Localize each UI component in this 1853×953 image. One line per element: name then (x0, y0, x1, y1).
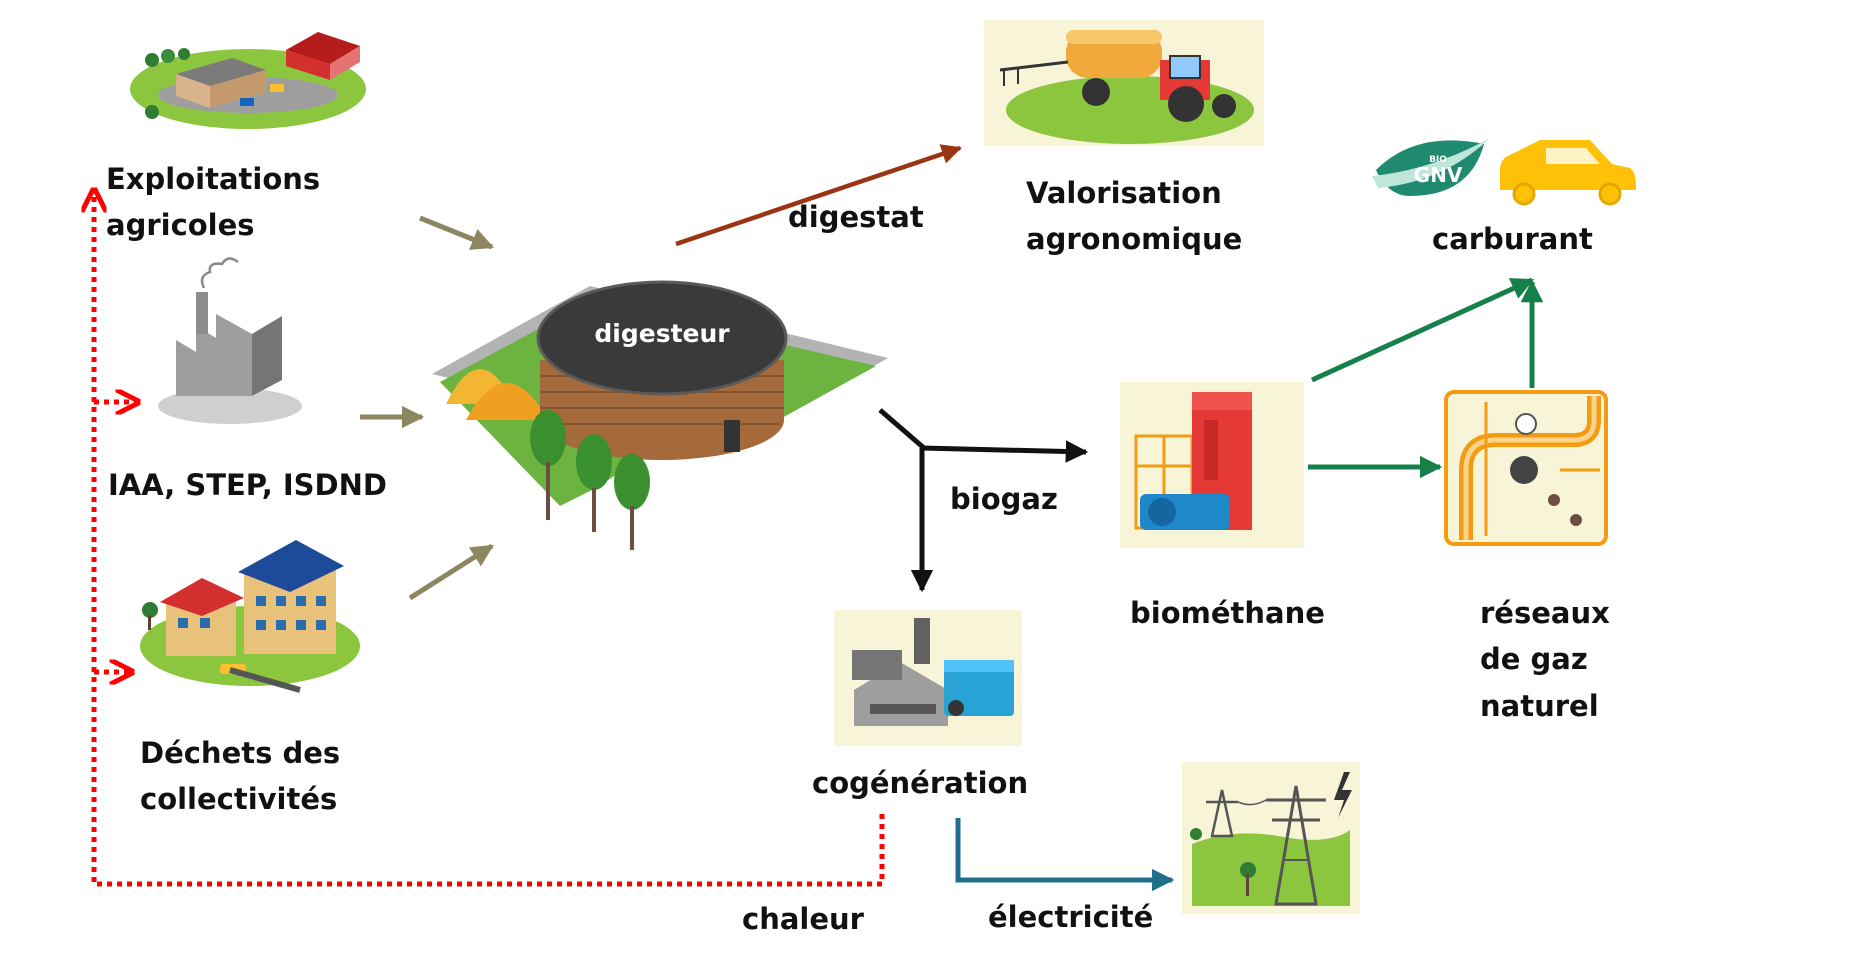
biogas-label: biogaz (950, 482, 1058, 516)
waste-label: Déchets des collectivités (140, 730, 340, 823)
industry-label: IAA, STEP, ISDND (108, 468, 387, 502)
farms-label: Exploitations agricoles (106, 156, 320, 249)
heat-return-loop (94, 190, 885, 887)
electricity-label: électricité (988, 900, 1154, 934)
cogeneration-label: cogénération (812, 766, 1029, 800)
farms-input-arrow (419, 215, 495, 250)
residential-buildings-icon (140, 540, 360, 693)
biogas-arrows (878, 408, 1089, 593)
input-arrows (360, 215, 495, 601)
heat-label: chaleur (742, 902, 864, 936)
farm-buildings-icon (130, 32, 366, 129)
fuel-label: carburant (1432, 222, 1593, 256)
farms-label-line-1: Exploitations (106, 162, 321, 196)
biomethane-arrows (1308, 277, 1544, 479)
gas-pipes-icon (1444, 390, 1608, 546)
factory-icon (158, 257, 302, 424)
purification-unit-icon (1120, 382, 1304, 548)
gas-network-label-line-2: de gaz (1480, 642, 1588, 677)
agronomy-label: Valorisation agronomique (1026, 170, 1242, 263)
agronomy-label-line-1: Valorisation (1026, 176, 1222, 210)
power-pylons-icon (1182, 762, 1360, 914)
gas-network-label: réseaux de gaz naturel (1480, 590, 1610, 729)
digester-tank-icon (432, 280, 888, 550)
tractor-spreader-icon (984, 20, 1264, 146)
electricity-arrow (955, 818, 1175, 892)
biomethane-to-fuel-arrow (1310, 277, 1535, 383)
biogas-to-biomethane-arrow (921, 440, 1089, 463)
gas-network-label-line-1: réseaux (1480, 596, 1610, 630)
agronomy-label-line-2: agronomique (1026, 222, 1243, 257)
gnv-badge-top: BIO (1429, 155, 1447, 165)
digester-label: digesteur (594, 319, 730, 348)
cogeneration-engine-icon (834, 610, 1022, 746)
waste-label-line-2: collectivités (140, 782, 338, 817)
gnv-badge-icon: BIO GNV (1372, 138, 1490, 196)
digestate-arrow (675, 144, 962, 247)
waste-input-arrow (408, 543, 494, 601)
gas-network-label-line-3: naturel (1480, 688, 1599, 723)
gnv-badge-main: GNV (1414, 163, 1463, 187)
waste-label-line-1: Déchets des (140, 736, 341, 770)
farms-label-line-2: agricoles (106, 208, 255, 243)
digestate-label: digestat (788, 200, 924, 234)
biomethane-label: biométhane (1130, 596, 1325, 630)
car-icon (1500, 140, 1636, 206)
